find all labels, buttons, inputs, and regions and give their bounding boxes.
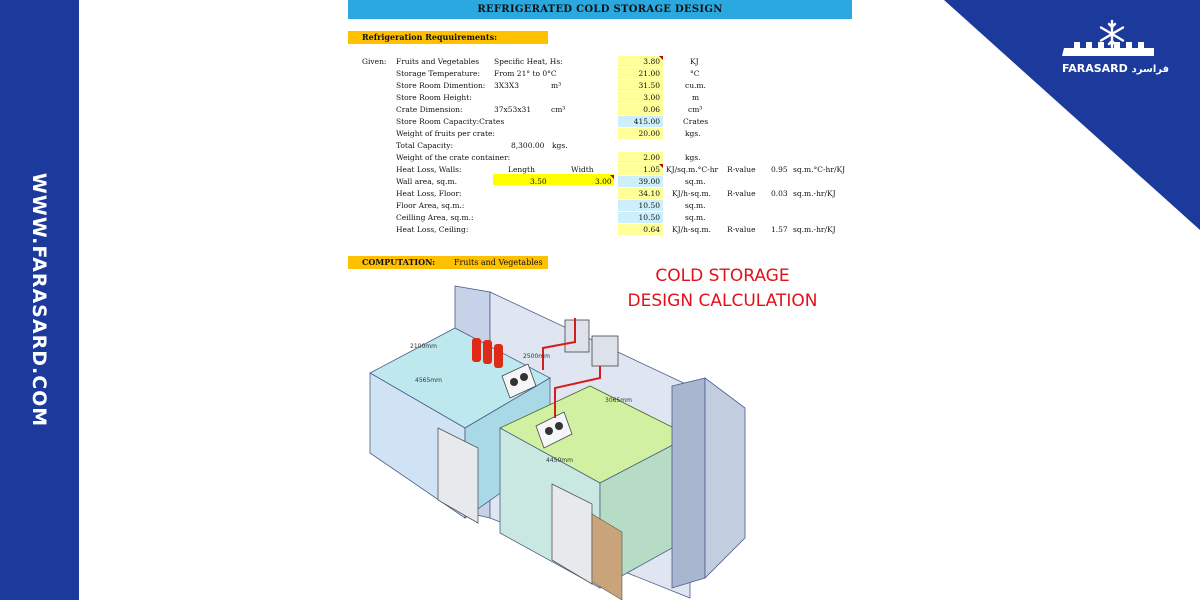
row-desc-unit: m³ [551,81,562,90]
row-value: 3.80 [618,56,663,67]
headline-line-1: COLD STORAGE [655,266,790,286]
cold-room-illustration: 2100mm 4565mm 2500mm 3065mm 4450mm [369,285,746,600]
r-value-label: R-value [727,225,756,234]
row-label: Store Room Height: [396,93,472,102]
row-desc: From 21° to 0°C [494,69,557,78]
row-unit: KJ/sq.m.°C-hr [666,165,719,174]
row-label: Weight of fruits per crate: [396,129,495,138]
logo-brand-text: FARASARD [1062,62,1128,75]
row-unit: kgs. [685,153,701,162]
given-label: Given: [362,57,387,66]
computation-header: COMPUTATION: Fruits and Vegetables [348,256,548,269]
row-unit: m [692,93,700,102]
row-unit: °C [690,69,700,78]
row-value: 1.05 [618,164,663,175]
row-label: Fruits and Vegetables [396,57,480,66]
website-url: WWW.FARASARD.COM [28,172,50,428]
row-unit: cm³ [688,105,703,114]
row-desc: 3X3X3 [494,81,519,90]
length-input[interactable]: 3.50 [530,177,547,186]
row-desc: 37x53x31 [494,105,532,114]
row-desc: Specific Heat, Hs: [494,57,563,66]
row-label: Weight of the crate container: [396,153,511,162]
row-desc: 8,300.00 [511,141,545,150]
r-value: 0.03 [771,189,788,198]
row-label: Store Room Capacity:Crates [396,117,505,126]
row-value: 21.00 [618,68,663,79]
dimension-label: 2500mm [523,353,550,360]
col-length-header: Length [508,165,535,174]
row-label: Heat Loss, Walls: [396,165,462,174]
dimension-label: 4565mm [415,377,442,384]
left-sidebar: WWW.FARASARD.COM [0,0,79,600]
row-unit: KJ [690,57,699,66]
r-unit: sq.m.-hr/KJ [793,225,836,234]
row-unit: sq.m. [685,201,706,210]
row-unit: Crates [683,117,709,126]
row-unit: KJ/h-sq.m. [672,189,712,198]
r-unit: sq.m.°C-hr/KJ [793,165,846,174]
dimension-label: 4450mm [546,457,573,464]
row-unit: sq.m. [685,213,706,222]
row-value: 10.50 [618,200,663,211]
row-desc-unit: kgs. [552,141,568,150]
row-value: 3.00 [618,92,663,103]
computation-label: COMPUTATION: [362,257,436,267]
requirements-header: Refrigeration Requuirements: [348,31,548,44]
row-label: Heat Loss, Ceiling: [396,225,469,234]
row-unit: KJ/h-sq.m. [672,225,712,234]
corner-decoration [944,0,1200,230]
row-value: 39.00 [618,176,663,187]
row-label: Wall area, sq.m. [396,177,457,186]
r-value-label: R-value [727,189,756,198]
row-value: 31.50 [618,80,663,91]
headline: COLD STORAGE DESIGN CALCULATION [600,264,845,314]
r-value: 1.57 [771,225,788,234]
row-value: 34.10 [618,188,663,199]
width-input[interactable]: 3.00 [595,177,612,186]
row-label: Floor Area, sq.m.: [396,201,465,210]
brand-logo: FARASARD فراسرد [1062,18,1172,88]
row-label: Store Room Dimention: [396,81,486,90]
row-desc-unit: cm³ [551,105,566,114]
dimension-input-band [493,174,614,185]
row-label: Storage Temperature: [396,69,481,78]
r-value: 0.95 [771,165,788,174]
dimension-label: 2100mm [410,343,437,350]
row-label: Total Capacity: [396,141,454,150]
row-label: Ceilling Area, sq.m.: [396,213,474,222]
row-value: 415.00 [618,116,663,127]
row-value: 0.06 [618,104,663,115]
headline-line-2: DESIGN CALCULATION [627,291,818,311]
row-unit: cu.m. [685,81,706,90]
comment-marker [659,56,663,60]
sheet-title: REFRIGERATED COLD STORAGE DESIGN [348,0,852,19]
col-width-header: Width [571,165,594,174]
comment-marker [610,175,614,179]
comment-marker [659,164,663,168]
row-label: Crate Dimension: [396,105,463,114]
row-value: 10.50 [618,212,663,223]
dimension-label: 3065mm [605,397,632,404]
row-unit: kgs. [685,129,701,138]
row-value: 0.64 [618,224,663,235]
computation-value: Fruits and Vegetables [453,258,543,267]
logo-persian-text: فراسرد [1131,64,1170,75]
row-value: 2.00 [618,152,663,163]
row-unit: sq.m. [685,177,706,186]
row-value: 20.00 [618,128,663,139]
r-unit: sq.m.-hr/KJ [793,189,836,198]
snowflake-logo-icon [1062,19,1154,56]
r-value-label: R-value [727,165,756,174]
row-label: Heat Loss, Floor: [396,189,462,198]
